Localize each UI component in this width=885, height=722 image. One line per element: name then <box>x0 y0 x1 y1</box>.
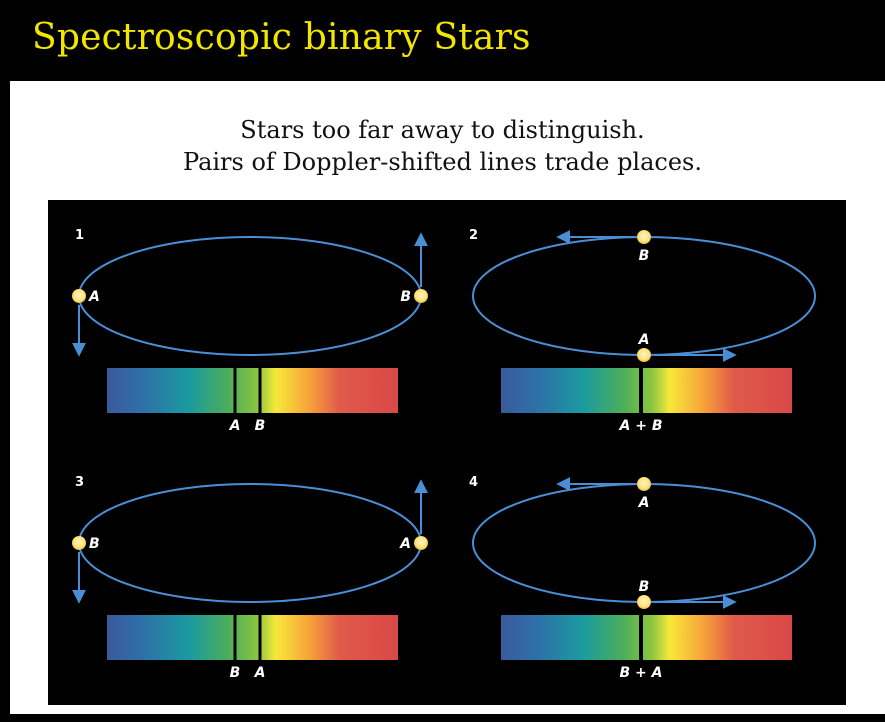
spectrum-caption: A <box>229 418 241 434</box>
spectral-line <box>258 615 262 660</box>
footer-strip <box>0 714 885 722</box>
spectrum-bar <box>107 615 398 660</box>
title-bar: Spectroscopic binary Stars <box>0 0 885 80</box>
star-label: B <box>400 289 411 305</box>
spectrum-bar <box>501 615 792 660</box>
star-a <box>637 348 651 362</box>
spectrum-caption: A + B <box>619 418 663 434</box>
spectral-line <box>233 615 237 660</box>
star-b <box>637 230 651 244</box>
star-label: A <box>638 332 650 348</box>
star-label: B <box>639 248 650 264</box>
spectrum-caption: A <box>254 665 266 681</box>
star-a <box>414 536 428 550</box>
subtitle-line-2: Pairs of Doppler-shifted lines trade pla… <box>183 148 702 176</box>
panel-number: 4 <box>469 475 478 490</box>
star-label: A <box>88 289 100 305</box>
star-label: B <box>639 579 650 595</box>
spectrum-caption: B <box>230 665 241 681</box>
spectral-line <box>258 368 262 413</box>
panel-number: 3 <box>75 475 84 490</box>
star-b <box>72 536 86 550</box>
spectral-line <box>233 368 237 413</box>
star-label: B <box>89 536 100 552</box>
spectral-line <box>639 615 643 660</box>
star-a <box>637 477 651 491</box>
orbit-ellipse <box>78 236 422 356</box>
slide-title: Spectroscopic binary Stars <box>32 17 531 58</box>
spectrum-bar <box>107 368 398 413</box>
spectrum-bar <box>501 368 792 413</box>
orbit-ellipse <box>78 483 422 603</box>
star-label: A <box>638 495 650 511</box>
spectrum-caption: B + A <box>620 665 663 681</box>
star-b <box>414 289 428 303</box>
panel-number: 1 <box>75 228 84 243</box>
star-label: A <box>399 536 411 552</box>
star-a <box>72 289 86 303</box>
panel-number: 2 <box>469 228 478 243</box>
spectral-line <box>639 368 643 413</box>
spectrum-caption: B <box>255 418 266 434</box>
panel-4: 4A B B + A <box>469 475 816 681</box>
slide-subtitle: Stars too far away to distinguish. Pairs… <box>0 114 885 178</box>
subtitle-line-1: Stars too far away to distinguish. <box>240 116 645 144</box>
star-b <box>637 595 651 609</box>
panel-2: 2B A A + B <box>469 228 816 434</box>
